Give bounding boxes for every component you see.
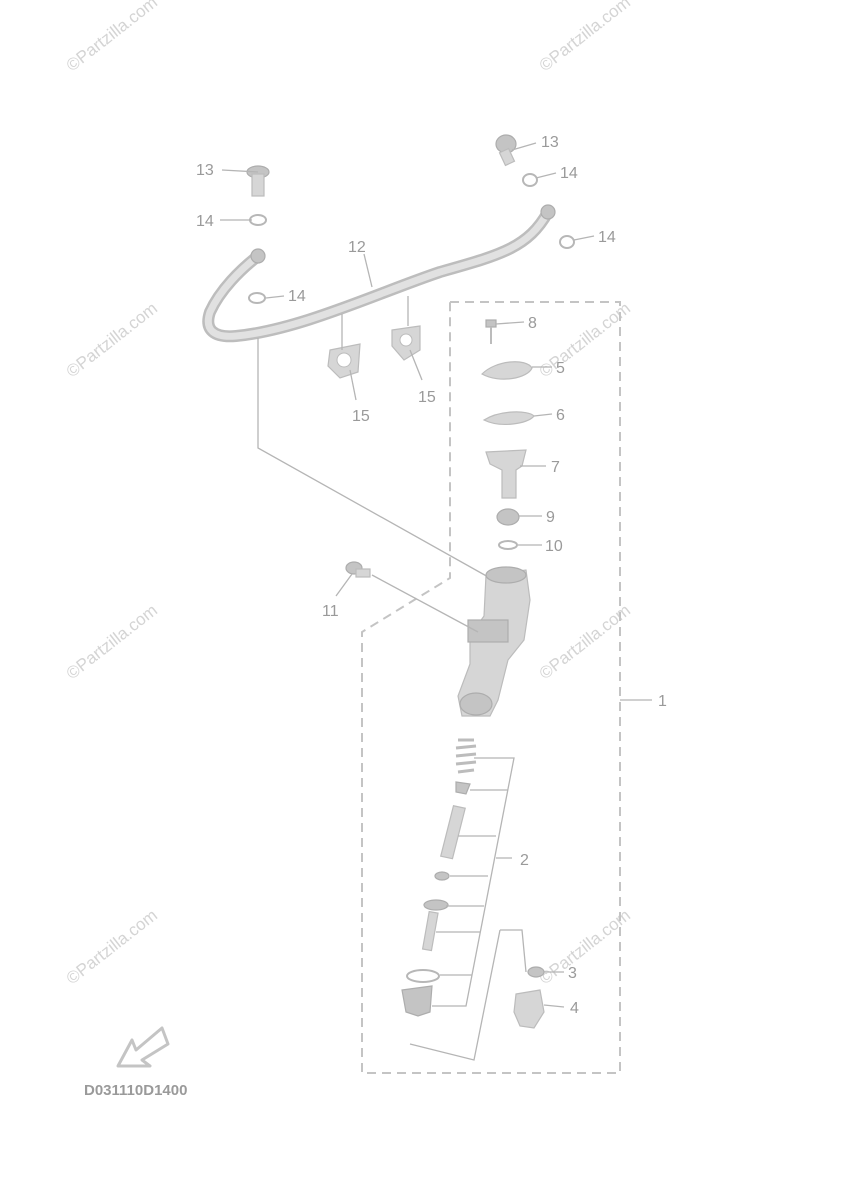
brake-hose — [202, 204, 556, 343]
watermark-5: ©Partzilla.com — [63, 601, 161, 684]
callout-8: 8 — [528, 315, 537, 332]
callout-13-right: 13 — [541, 134, 559, 151]
callout-15-right: 15 — [418, 389, 436, 406]
bleed-bolt-11 — [345, 561, 371, 578]
watermark-4: ©Partzilla.com — [536, 299, 634, 382]
union-bolt-left — [246, 165, 270, 197]
circlip-10 — [498, 540, 518, 550]
union-bolt-right — [495, 134, 517, 167]
callout-14-4: 14 — [598, 229, 616, 246]
callout-14-3: 14 — [560, 165, 578, 182]
watermark-3: ©Partzilla.com — [63, 299, 161, 382]
leader-lines — [220, 142, 652, 1008]
callout-14-2: 14 — [288, 288, 306, 305]
kit-bracket-lower — [409, 929, 527, 1061]
watermark-2: ©Partzilla.com — [536, 0, 634, 75]
gasket-2 — [248, 292, 266, 304]
reservoir-7 — [485, 449, 527, 499]
callout-15-left: 15 — [352, 408, 370, 425]
callout-6: 6 — [556, 407, 565, 424]
assembly-outline — [361, 301, 621, 1074]
front-direction-arrow — [116, 1026, 170, 1068]
hose-clamp-right — [391, 325, 421, 361]
reservoir-cap-5 — [481, 361, 533, 380]
watermark-7: ©Partzilla.com — [63, 906, 161, 989]
joint-3 — [527, 966, 545, 978]
gasket-3 — [522, 173, 538, 187]
callout-7: 7 — [551, 459, 560, 476]
callout-11: 11 — [322, 603, 339, 620]
callout-3: 3 — [568, 965, 577, 982]
callout-14-1: 14 — [196, 213, 214, 230]
hose-to-cylinder-line — [257, 338, 491, 579]
bolt-to-cylinder-line — [371, 574, 479, 633]
screw-8 — [485, 319, 497, 344]
grommet-9 — [496, 508, 520, 526]
callout-1: 1 — [658, 693, 667, 710]
callout-10: 10 — [545, 538, 563, 555]
master-cylinder-body — [457, 566, 531, 717]
boot-4 — [513, 989, 545, 1029]
callout-13-left: 13 — [196, 162, 214, 179]
callout-4: 4 — [570, 1000, 579, 1017]
callouts: 13 14 14 13 14 14 12 15 15 8 5 6 7 9 10 … — [196, 134, 667, 1017]
diaphragm-6 — [482, 411, 535, 425]
watermark-1: ©Partzilla.com — [63, 0, 161, 75]
callout-12: 12 — [348, 239, 366, 256]
kit-bracket-lines — [432, 757, 515, 1007]
hose-clamp-left — [327, 343, 361, 379]
gasket-1 — [249, 214, 267, 226]
callout-5: 5 — [556, 360, 565, 377]
gasket-4 — [559, 235, 575, 249]
piston-kit — [401, 738, 477, 1017]
callout-2: 2 — [520, 852, 529, 869]
callout-9: 9 — [546, 509, 555, 526]
diagram-code: D031110D1400 — [84, 1082, 187, 1099]
